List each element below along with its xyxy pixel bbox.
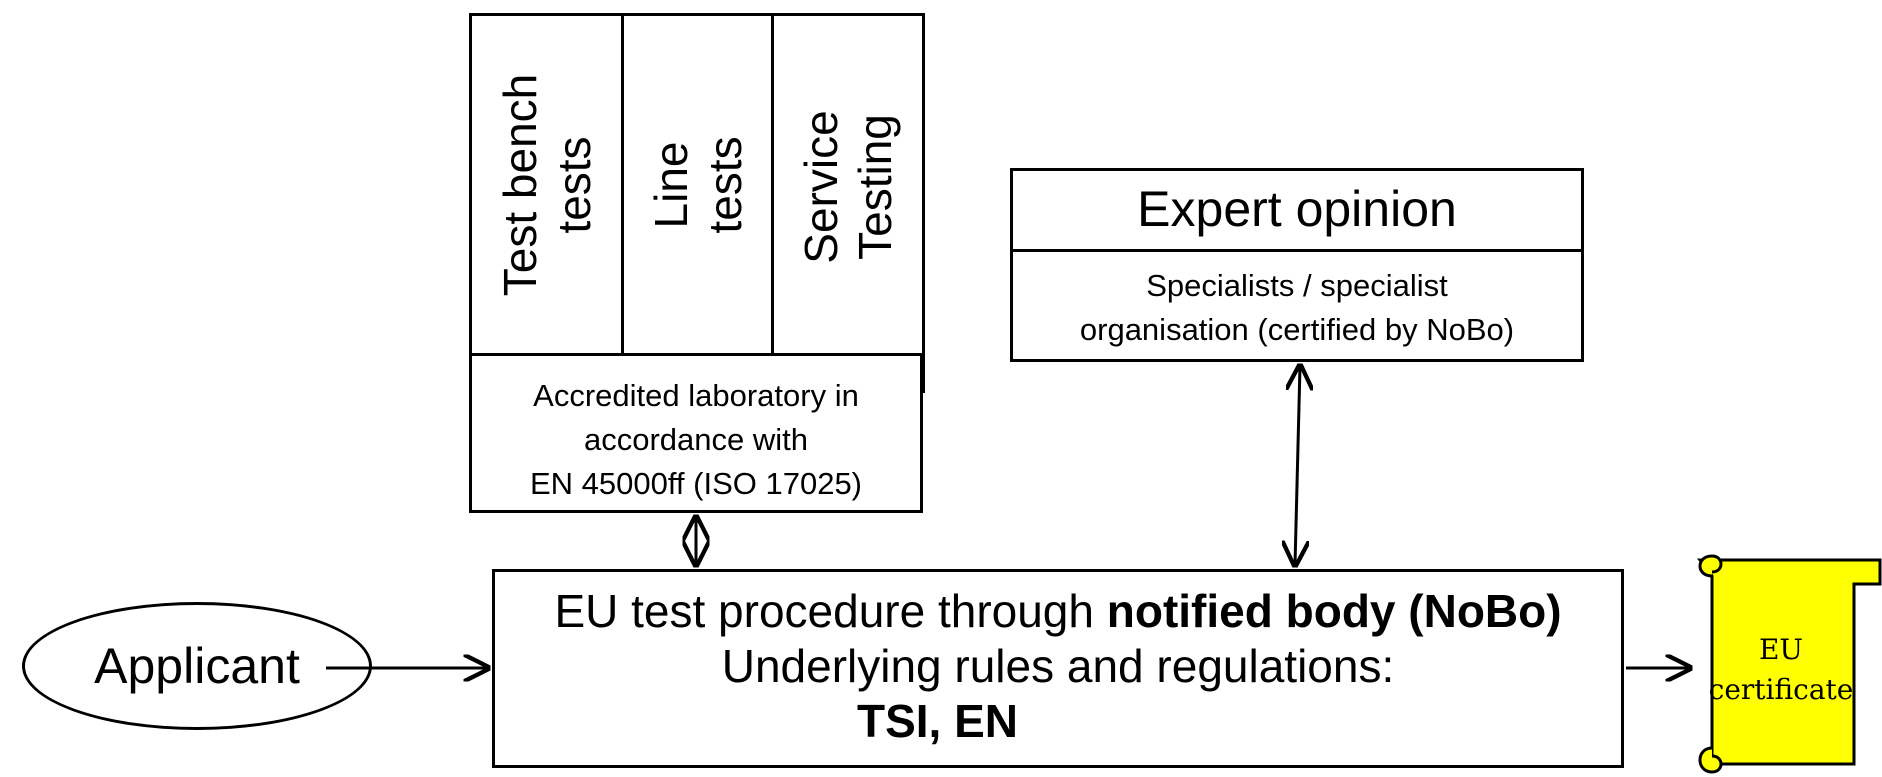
certificate-line2: certificate [1708, 673, 1854, 706]
certificate-label: EU certificate [1696, 630, 1866, 710]
laboratory-line1: Accredited laboratory in [533, 378, 859, 413]
certificate-scroll-icon [1697, 554, 1882, 774]
laboratory-line2: accordance with [583, 422, 808, 457]
laboratory-line3: EN 45000ff (ISO 17025) [529, 466, 863, 501]
arrow-expert-procedure [1295, 366, 1300, 565]
procedure-notified-body: notified body (NoBo) [1106, 585, 1562, 637]
expert-line2: organisation (certified by NoBo) [1079, 312, 1515, 347]
expert-opinion-description: Specialists / specialist organisation (c… [1013, 252, 1581, 352]
expert-opinion-title: Expert opinion [1013, 171, 1581, 252]
applicant-ellipse: Applicant [22, 602, 372, 730]
procedure-line1: EU test procedure through notified body … [554, 585, 1562, 637]
procedure-line3: TSI, EN [857, 695, 1019, 747]
procedure-line2: Underlying rules and regulations: [721, 640, 1395, 692]
expert-opinion-box: Expert opinion Specialists / specialist … [1010, 168, 1584, 362]
expert-line1: Specialists / specialist [1146, 268, 1448, 303]
applicant-label: Applicant [94, 638, 300, 694]
certificate-line1: EU [1758, 633, 1804, 666]
procedure-box: EU test procedure through notified body … [492, 569, 1624, 768]
laboratory-box: Accredited laboratory in accordance with… [469, 353, 923, 513]
